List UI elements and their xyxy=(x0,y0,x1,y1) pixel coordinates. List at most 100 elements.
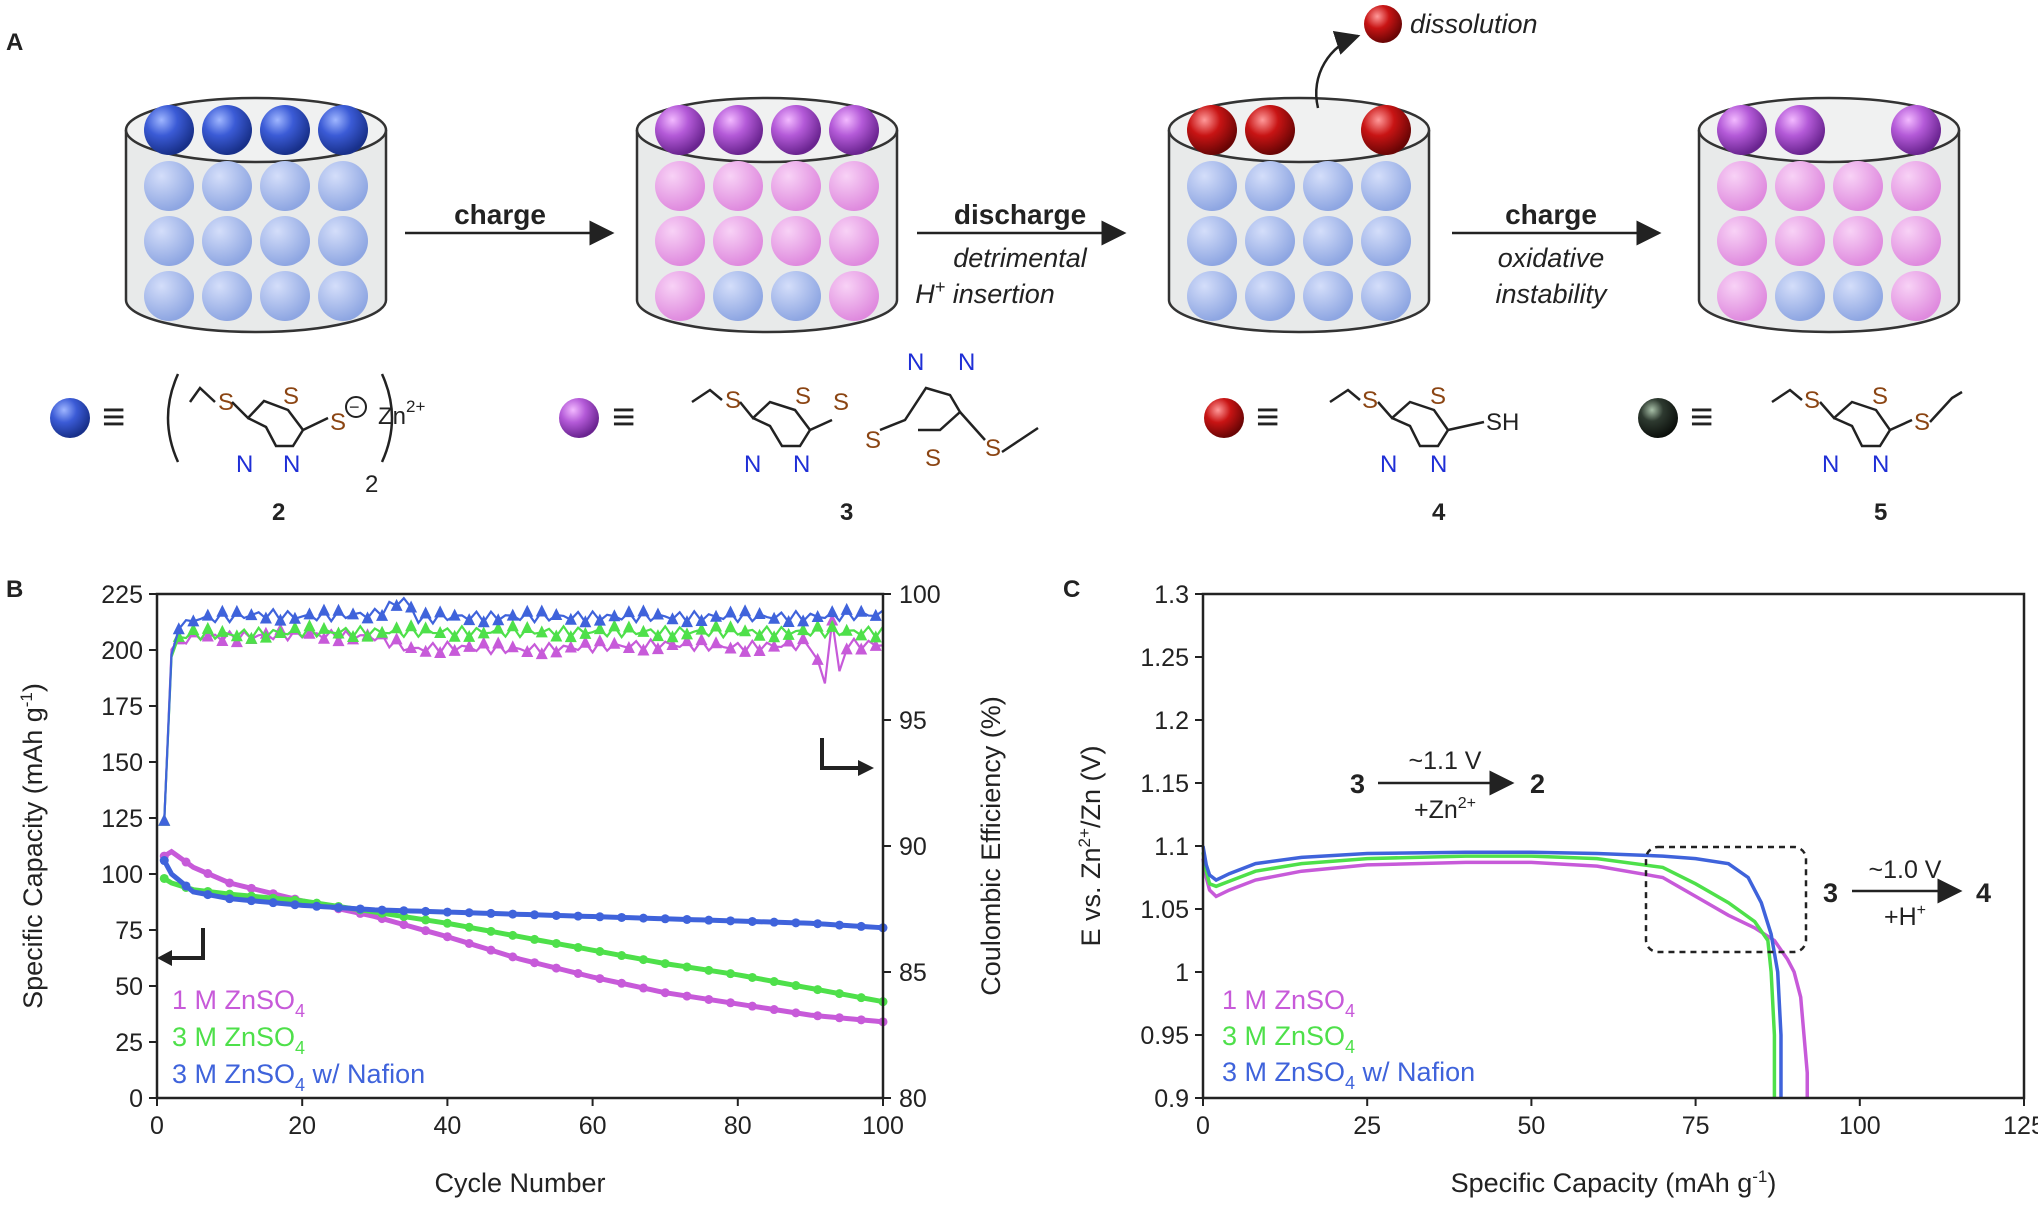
ce-point xyxy=(651,607,664,620)
ce-point xyxy=(811,619,824,632)
body-sphere xyxy=(1775,271,1825,321)
capacity-point xyxy=(856,993,866,1003)
capacity-point xyxy=(442,907,452,917)
body-sphere xyxy=(1187,216,1237,266)
capacity-point xyxy=(595,912,605,922)
capacity-point xyxy=(791,981,801,991)
ce-point xyxy=(448,608,461,621)
reaction-arrow-2: discharge detrimental H+ insertion xyxy=(915,199,1127,309)
body-sphere xyxy=(713,161,763,211)
top-sphere xyxy=(144,105,194,155)
y-tick-label-right: 80 xyxy=(899,1085,927,1113)
legend-entry-3: 3 M ZnSO4 w/ Nafion xyxy=(1222,1057,1475,1093)
capacity-point xyxy=(573,942,583,952)
ce-point xyxy=(521,604,534,617)
ce-point xyxy=(216,633,229,646)
svg-text:S: S xyxy=(1804,387,1820,414)
body-sphere xyxy=(1775,216,1825,266)
ce-point xyxy=(710,636,723,649)
ce-point xyxy=(506,640,519,653)
svg-text:2: 2 xyxy=(272,499,285,526)
svg-text:N: N xyxy=(1380,451,1397,478)
capacity-point xyxy=(203,869,213,879)
ce-point xyxy=(768,630,781,643)
reaction-reagent: +Zn2+ xyxy=(1414,795,1476,824)
voltage-curve-2 xyxy=(1201,852,1777,1098)
capacity-point xyxy=(682,962,692,972)
capacity-point xyxy=(704,965,714,975)
y-tick-label-left: 75 xyxy=(115,917,143,945)
ce-point xyxy=(419,644,432,657)
ce-point xyxy=(695,614,708,627)
voltage-curve-3 xyxy=(1201,845,1783,1098)
x-tick-label: 100 xyxy=(1839,1112,1881,1140)
svg-text:N: N xyxy=(793,451,810,478)
body-sphere xyxy=(260,161,310,211)
ce-point xyxy=(463,639,476,652)
body-sphere xyxy=(655,161,705,211)
capacity-point xyxy=(464,908,474,918)
ce-point xyxy=(826,619,839,632)
capacity-point xyxy=(813,985,823,995)
svg-text:N: N xyxy=(236,451,253,478)
ce-point xyxy=(245,608,258,621)
ce-point xyxy=(274,625,287,638)
body-sphere xyxy=(1891,161,1941,211)
y-tick-label-right: 95 xyxy=(899,707,927,735)
capacity-line-1 xyxy=(162,848,884,1025)
x-tick-label: 100 xyxy=(862,1112,904,1140)
svg-text:charge: charge xyxy=(1505,199,1597,230)
body-sphere xyxy=(318,161,368,211)
red-sphere-icon xyxy=(1204,398,1244,438)
y-tick-label-left: 25 xyxy=(115,1029,143,1057)
body-sphere xyxy=(1303,161,1353,211)
top-sphere xyxy=(655,105,705,155)
y-tick-label: 1.15 xyxy=(1140,770,1189,798)
svg-text:S: S xyxy=(795,383,811,410)
capacity-point xyxy=(442,918,452,928)
capacity-point xyxy=(225,894,235,904)
y-axis-label-right: Coulombic Efficiency (%) xyxy=(976,696,1006,996)
ce-point xyxy=(477,626,490,639)
ce-point xyxy=(288,611,301,624)
svg-text:S: S xyxy=(1362,387,1378,414)
capacity-point xyxy=(377,905,387,915)
ce-point xyxy=(376,608,389,621)
svg-text:3: 3 xyxy=(840,499,853,526)
ce-point xyxy=(782,627,795,640)
ce-point xyxy=(695,622,708,635)
svg-text:S: S xyxy=(283,383,299,410)
capacity-point xyxy=(595,947,605,957)
ce-point xyxy=(637,624,650,637)
red-sphere-icon xyxy=(1364,5,1402,43)
ce-point xyxy=(201,629,214,642)
capacity-point xyxy=(508,930,518,940)
ce-point xyxy=(579,626,592,639)
capacity-point xyxy=(464,938,474,948)
dissolution-annotation: dissolution xyxy=(1315,5,1538,109)
ce-point xyxy=(448,629,461,642)
capacity-point xyxy=(660,988,670,998)
ce-point xyxy=(739,604,752,617)
ce-point xyxy=(622,605,635,618)
svg-text:S: S xyxy=(1914,409,1930,436)
ce-point xyxy=(477,615,490,628)
ce-point xyxy=(768,639,781,652)
ce-point xyxy=(521,644,534,657)
reaction-arrow-1: charge xyxy=(405,199,615,246)
svg-text:charge: charge xyxy=(454,199,546,230)
body-sphere xyxy=(829,271,879,321)
ce-point xyxy=(579,615,592,628)
ce-point xyxy=(463,613,476,626)
capacity-point xyxy=(530,934,540,944)
top-sphere xyxy=(1187,105,1237,155)
capacity-point xyxy=(486,945,496,955)
capacity-point xyxy=(508,952,518,962)
capacity-point xyxy=(530,958,540,968)
capacity-point xyxy=(203,890,213,900)
capacity-line-3 xyxy=(162,859,884,931)
cylinder-top xyxy=(1697,96,1961,164)
capacity-point xyxy=(813,1011,823,1021)
capacity-point xyxy=(573,911,583,921)
ce-point xyxy=(608,636,621,649)
